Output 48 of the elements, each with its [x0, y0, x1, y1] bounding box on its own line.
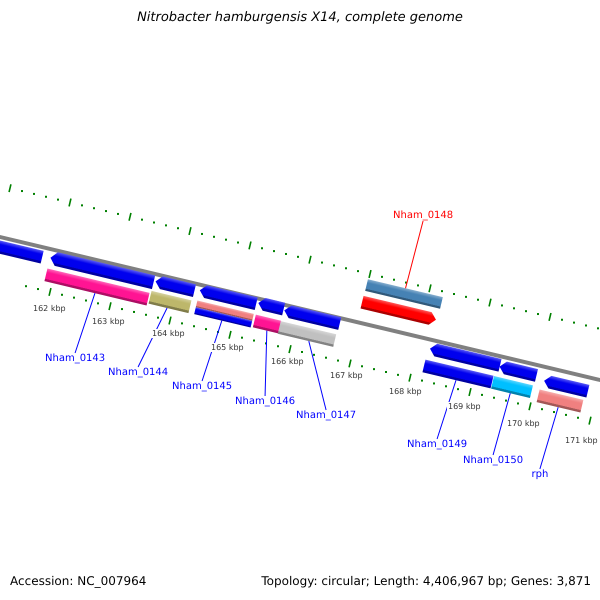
- gene-label: Nham_0150: [463, 455, 524, 466]
- scale-label: 170 kbp: [506, 419, 541, 428]
- scale-label: 171 kbp: [564, 436, 599, 445]
- leader-line: [308, 340, 327, 410]
- gene-feature: [50, 252, 156, 290]
- scale-label: 169 kbp: [447, 402, 482, 411]
- diagram-title: Nitrobacter hamburgensis X14, complete genome: [136, 10, 464, 25]
- leader-line: [436, 380, 456, 440]
- gene-label: Nham_0148: [393, 210, 454, 221]
- gene-feature: [0, 238, 44, 264]
- gene-label: Nham_0147: [296, 410, 356, 421]
- gene-feature: [360, 296, 436, 325]
- gene-feature: [284, 305, 342, 330]
- scale-label: 165 kbp: [210, 343, 245, 352]
- gene-label: Nham_0145: [172, 381, 232, 392]
- scale-label: 167 kbp: [329, 371, 364, 380]
- accession-text: Accession: NC_007964: [10, 574, 146, 588]
- gene-bar: [252, 314, 282, 334]
- scale-label: 166 kbp: [270, 357, 305, 366]
- gene-feature: [500, 362, 538, 382]
- genome-summary: Topology: circular; Length: 4,406,967 bp; Genes: 3,871: [261, 574, 591, 588]
- gene-bar: [278, 321, 336, 347]
- leader-line: [539, 406, 559, 470]
- gene-feature: [200, 285, 258, 310]
- scale-label: 163 kbp: [91, 317, 126, 326]
- gene-bar: [491, 376, 533, 398]
- leader-line: [405, 220, 424, 289]
- gene-bar: [148, 290, 192, 314]
- gene-bar: [422, 360, 494, 388]
- gene-feature: [430, 344, 502, 372]
- gene-label: Nham_0146: [235, 396, 296, 407]
- gene-feature: [156, 276, 196, 297]
- scale-label: 164 kbp: [151, 329, 186, 338]
- gene-bar: [365, 279, 443, 309]
- gene-feature: [544, 376, 590, 398]
- gene-label: rph: [532, 469, 548, 480]
- gene-label: Nham_0144: [108, 367, 168, 378]
- scale-label: 162 kbp: [32, 304, 67, 313]
- gene-label: Nham_0149: [407, 439, 468, 450]
- gene-bar: [194, 300, 254, 328]
- leader-line: [74, 292, 96, 354]
- leader-line: [264, 330, 268, 396]
- gene-feature: [258, 298, 286, 316]
- gene-bar: [44, 268, 150, 306]
- gene-bar: [536, 389, 584, 413]
- gene-label: Nham_0143: [45, 353, 106, 364]
- leader-line: [492, 392, 511, 456]
- scale-label: 168 kbp: [388, 387, 423, 396]
